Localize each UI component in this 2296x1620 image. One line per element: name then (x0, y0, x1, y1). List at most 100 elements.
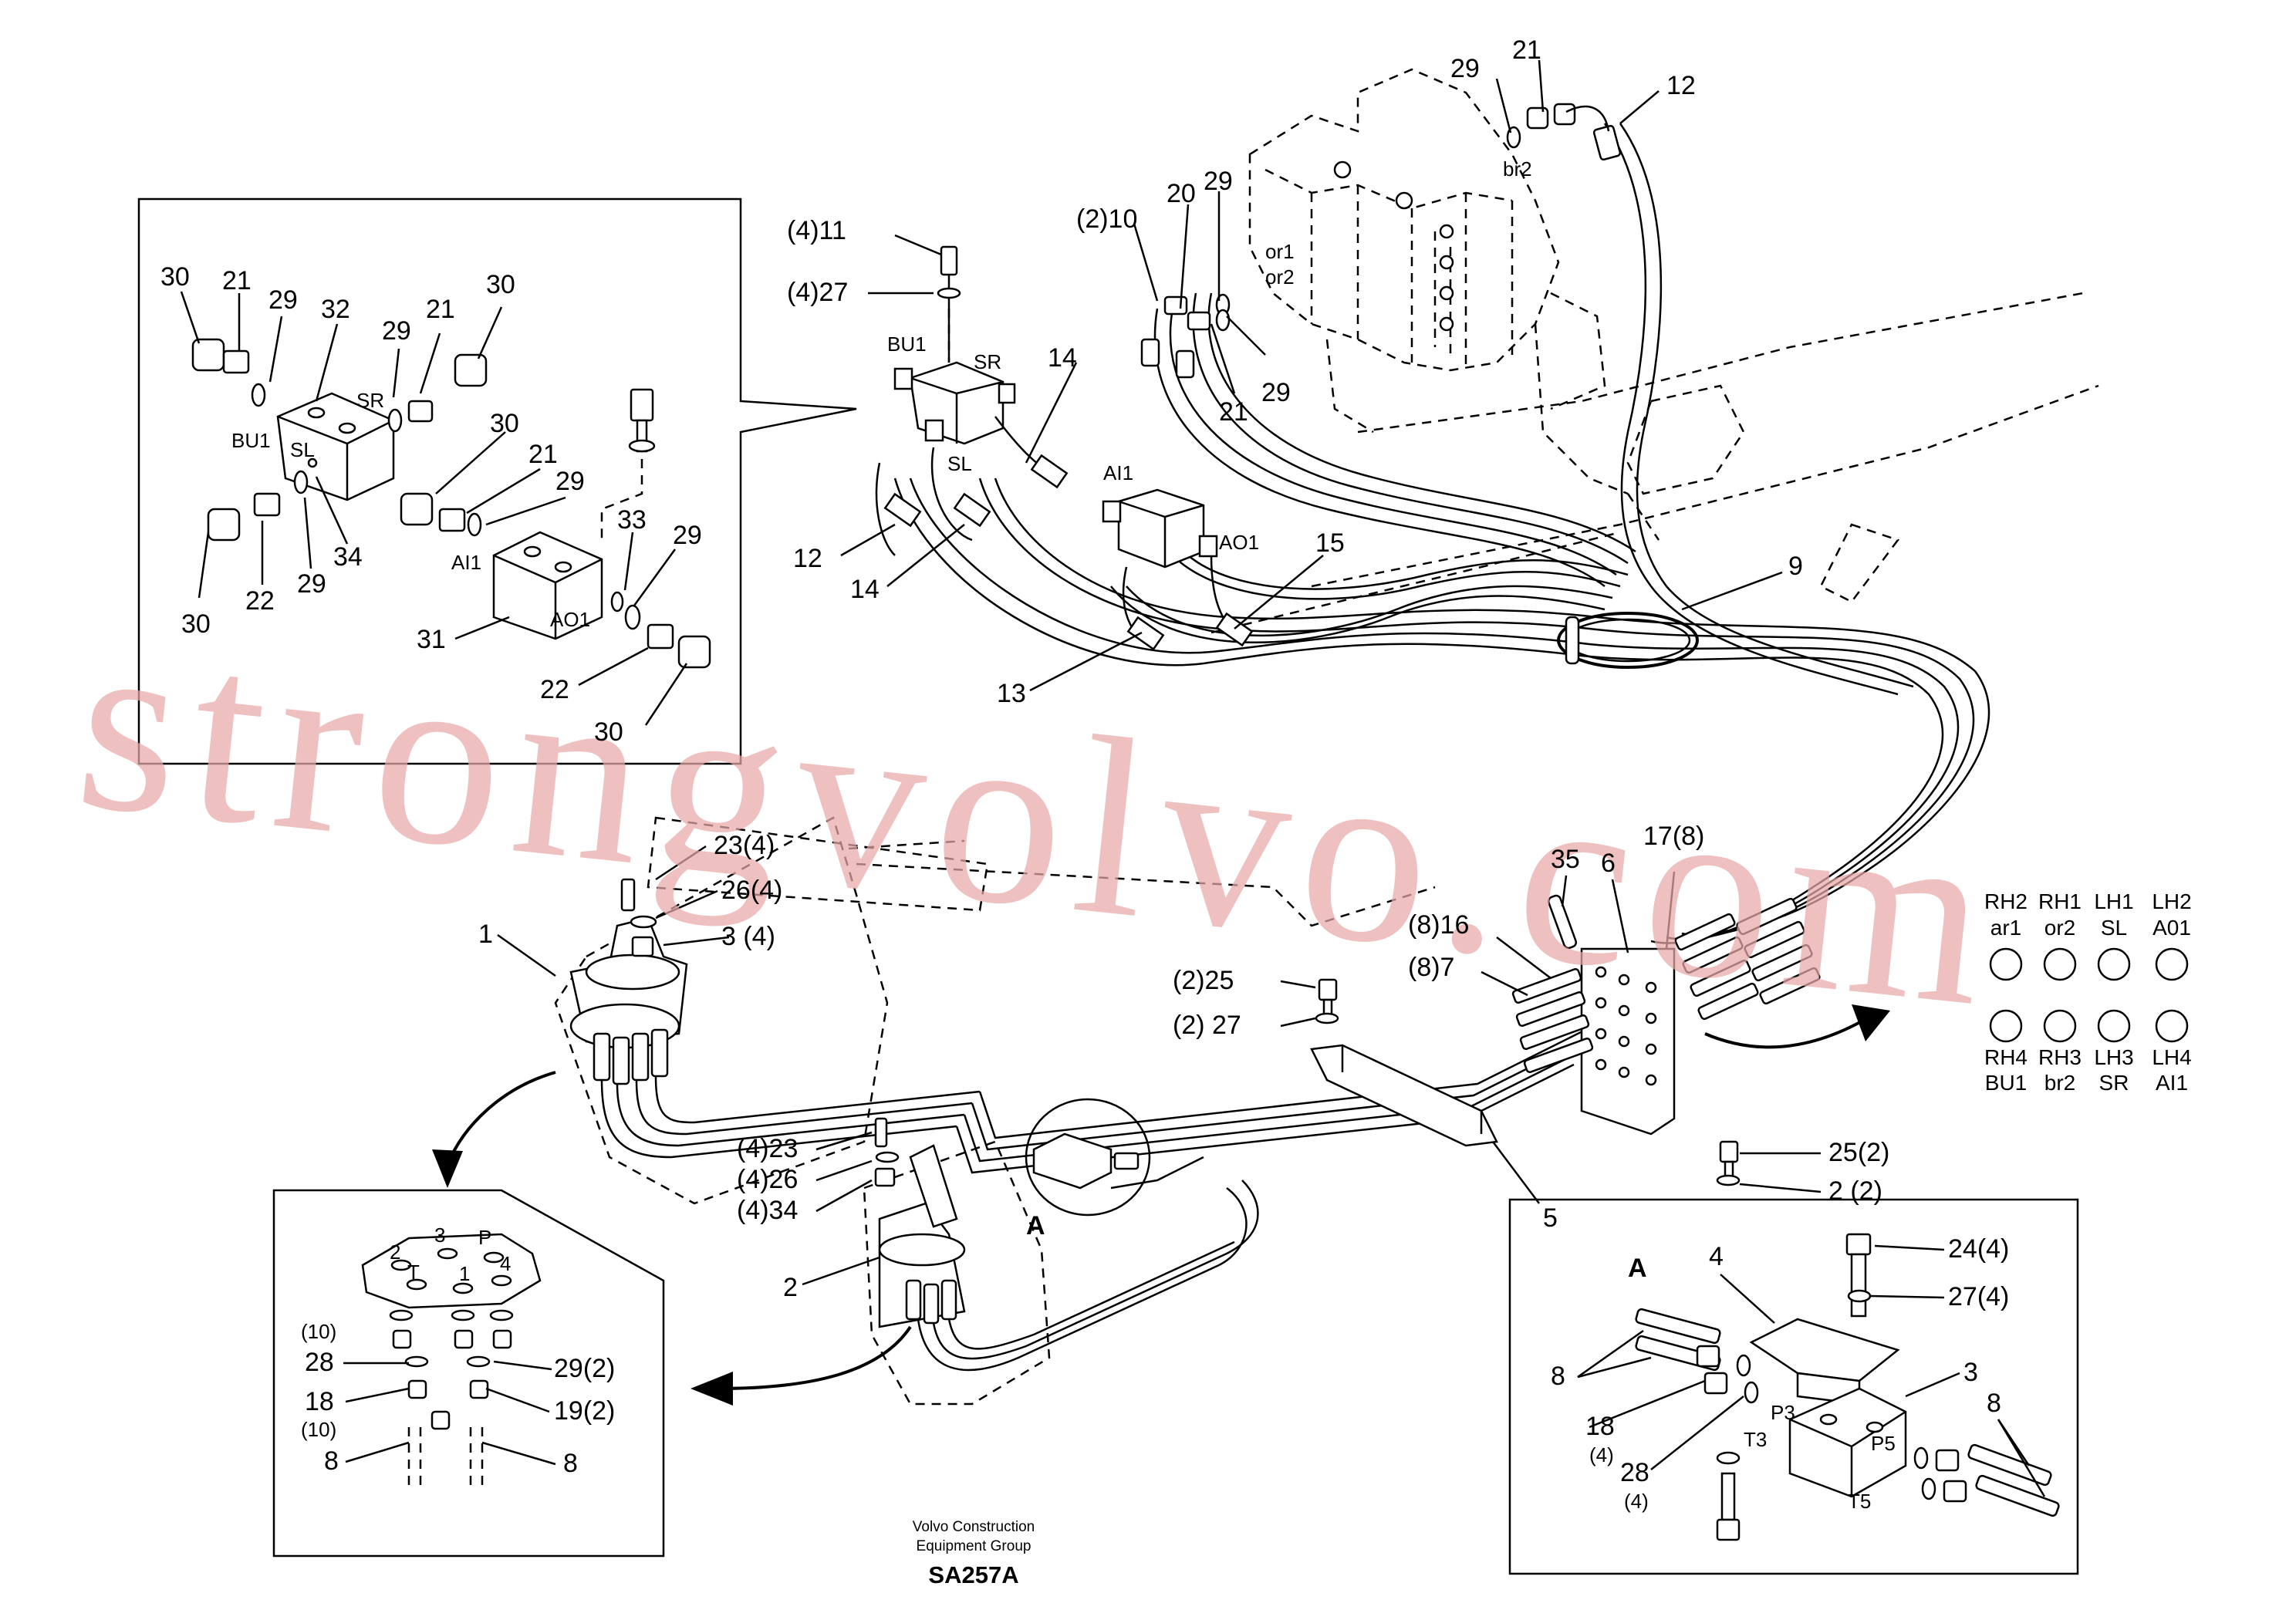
watermark: strongvolvo.com (66, 579, 2012, 1061)
label-14-left: 14 (850, 575, 880, 604)
a-label-8a: 8 (1551, 1362, 1565, 1391)
js-label-p: P (478, 1226, 491, 1249)
inset-label-29b: 29 (382, 316, 411, 346)
label-35: 35 (1551, 845, 1580, 874)
label-14-top: 14 (1048, 343, 1077, 373)
inset-label-29a: 29 (268, 285, 298, 315)
joystick-left (554, 816, 1586, 1205)
inset-label-34: 34 (333, 542, 363, 572)
label-or2: or2 (1265, 265, 1295, 289)
label-sr: SR (974, 350, 1001, 373)
a-label-t3: T3 (1744, 1428, 1767, 1451)
port-legend-sub: BU1 (1985, 1071, 2027, 1095)
port-legend-sub: SL (2101, 916, 2127, 940)
label-13: 13 (997, 679, 1026, 708)
valve-fittings (1140, 103, 1622, 379)
port-legend-top: LH1 (2094, 889, 2133, 913)
inset-label-29d: 29 (297, 569, 326, 599)
js-label-29-2: 29(2) (554, 1354, 615, 1383)
a-label-3: 3 (1963, 1358, 1978, 1387)
hose-clamp (1557, 612, 1699, 669)
label-a-ref: A (1026, 1211, 1045, 1240)
connector-plate (848, 839, 1821, 1186)
port-circle (2097, 947, 2131, 981)
port-legend-top: LH2 (2152, 889, 2191, 913)
label-23-4: 23(4) (714, 831, 775, 860)
port-circle (2155, 1009, 2189, 1043)
js-label-8a: 8 (324, 1446, 339, 1476)
label-29-valve: 29 (1204, 167, 1233, 196)
label-2: 2 (783, 1273, 798, 1302)
label-12-left: 12 (793, 544, 822, 573)
port-legend-top: RH3 (2038, 1045, 2082, 1069)
port-legend-top: RH1 (2038, 889, 2082, 913)
label-sl: SL (947, 452, 972, 475)
a-label-t5: T5 (1848, 1490, 1871, 1513)
label-25-2: 25(2) (1828, 1138, 1889, 1167)
port-circle (2155, 947, 2189, 981)
inset-label-22b: 22 (540, 675, 569, 704)
inset-label-30d: 30 (181, 609, 211, 639)
port-legend-sub: or2 (2044, 916, 2075, 940)
label-8-7: (8)7 (1408, 953, 1454, 982)
js-label-19-2: 19(2) (554, 1396, 615, 1426)
a-label-4a: (4) (1589, 1443, 1614, 1466)
js-label-28: 28 (305, 1348, 334, 1377)
a-label-27-4: 27(4) (1948, 1282, 2009, 1311)
a-label-title: A (1628, 1254, 1647, 1283)
port-circle (2043, 947, 2077, 981)
caption: Volvo Construction Equipment Group SA257… (913, 1519, 1035, 1588)
joystick-inset-labels: 2 3 P 4 T 1 (10) 28 29(2) 18 19(2) (10) … (301, 1223, 615, 1478)
label-4-27: (4)27 (787, 278, 848, 307)
a-label-24-4: 24(4) (1948, 1234, 2009, 1264)
inset-label-ai1: AI1 (451, 551, 481, 574)
js-label-t: T (407, 1261, 420, 1284)
caption-line2: Equipment Group (917, 1538, 1032, 1554)
inset-label-sr: SR (356, 389, 384, 412)
inset-valve-labels: 30 21 29 32 29 21 30 SR BU1 SL 30 21 29 … (160, 262, 702, 747)
label-4-26: (4)26 (737, 1165, 798, 1194)
label-ai1: AI1 (1103, 461, 1133, 484)
label-ao1: AO1 (1219, 531, 1259, 554)
port-circle (1989, 947, 2023, 981)
label-15: 15 (1315, 528, 1345, 558)
lower-labels: 23(4) 26(4) 3 (4) 1 (2)25 (2) 27 35 6 17… (478, 822, 1889, 1302)
label-5: 5 (1543, 1203, 1558, 1233)
label-4-34: (4)34 (737, 1196, 798, 1225)
port-circle (1989, 1009, 2023, 1043)
label-2-10: (2)10 (1076, 204, 1137, 234)
frame-outline-upper (1210, 292, 2099, 634)
inset-label-30e: 30 (594, 717, 623, 747)
a-label-p5: P5 (1871, 1432, 1896, 1455)
label-1: 1 (478, 920, 493, 949)
a-label-4: 4 (1709, 1242, 1724, 1271)
port-legend-top: RH4 (1984, 1045, 2028, 1069)
inset-label-21b: 21 (426, 295, 455, 324)
a-label-p3: P3 (1771, 1401, 1795, 1424)
inset-label-29e: 29 (673, 521, 702, 550)
valve-block-ai1 (1102, 488, 1254, 651)
label-12-top: 12 (1666, 71, 1696, 100)
inset-valve-box (137, 197, 857, 765)
label-2-25: (2)25 (1173, 966, 1234, 995)
js-label-4: 4 (500, 1252, 511, 1275)
inset-label-ao1: AO1 (550, 608, 590, 631)
label-26-4: 26(4) (721, 876, 782, 905)
port-legend-top: LH4 (2152, 1045, 2191, 1069)
label-29-top: 29 (1450, 54, 1480, 83)
a-label-4b: (4) (1624, 1490, 1649, 1513)
inset-label-21a: 21 (222, 266, 252, 295)
detail-a-labels: A 4 24(4) 27(4) 3 8 18 (4) 28 (4) 8 P3 T… (1551, 1234, 2009, 1513)
label-17-8: 17(8) (1643, 822, 1704, 851)
js-label-3: 3 (434, 1223, 445, 1247)
caption-line1: Volvo Construction (913, 1519, 1035, 1535)
port-legend-sub: A01 (2152, 916, 2191, 940)
leader-lines (180, 59, 2046, 1497)
label-3-4: 3 (4) (721, 922, 775, 951)
curved-arrows (432, 1004, 1890, 1406)
a-label-8b: 8 (1987, 1389, 2001, 1418)
a-label-18: 18 (1585, 1412, 1615, 1441)
js-label-2: 2 (390, 1240, 400, 1264)
inset-label-32: 32 (321, 295, 350, 324)
port-legend-top: RH2 (1984, 889, 2028, 913)
